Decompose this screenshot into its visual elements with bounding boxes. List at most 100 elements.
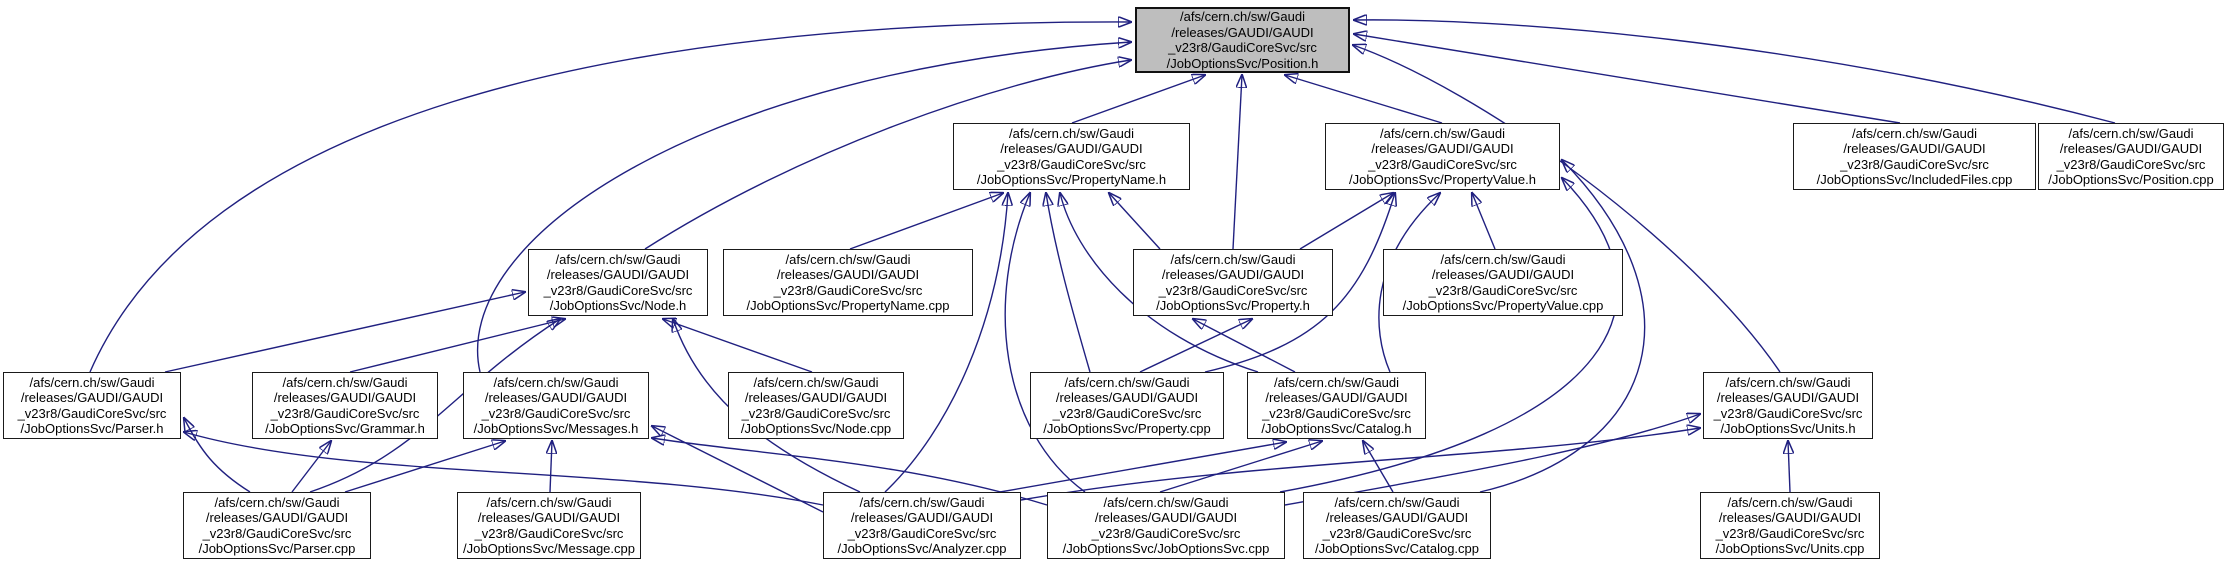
- node-path-line: _v23r8/GaudiCoreSvc/src: [474, 525, 624, 541]
- node-path-line: /JobOptionsSvc/Node.h: [549, 298, 687, 313]
- node-path-line: /releases/GAUDI/GAUDI: [1718, 510, 1862, 525]
- edge-node-h-to-position-h: [644, 60, 1131, 250]
- graph-node-units-cpp[interactable]: /afs/cern.ch/sw/Gaudi/releases/GAUDI/GAU…: [1700, 492, 1880, 559]
- node-path-line: /releases/GAUDI/GAUDI: [20, 390, 164, 405]
- node-path-line: /afs/cern.ch/sw/Gaudi: [486, 494, 612, 510]
- edge-parser-h-to-node-h: [164, 292, 525, 373]
- node-path-line: /releases/GAUDI/GAUDI: [205, 510, 349, 525]
- node-path-line: /afs/cern.ch/sw/Gaudi: [1725, 374, 1851, 390]
- edge-joboptionssvc-cpp-to-catalog-h: [1159, 441, 1322, 493]
- node-path-line: /releases/GAUDI/GAUDI: [1161, 267, 1305, 282]
- node-path-line: /afs/cern.ch/sw/Gaudi: [1440, 251, 1566, 267]
- node-path-line: /JobOptionsSvc/Catalog.h: [1261, 421, 1412, 436]
- node-path-line: /JobOptionsSvc/Message.cpp: [463, 541, 635, 556]
- node-path-line: _v23r8/GaudiCoreSvc/src: [1322, 525, 1472, 541]
- node-path-line: /releases/GAUDI/GAUDI: [1055, 390, 1199, 405]
- node-path-line: /JobOptionsSvc/JobOptionsSvc.cpp: [1062, 541, 1270, 556]
- node-path-line: /afs/cern.ch/sw/Gaudi: [785, 251, 911, 267]
- node-path-line: _v23r8/GaudiCoreSvc/src: [1840, 156, 1989, 172]
- edge-property-h-to-propertyname-h: [1109, 193, 1161, 250]
- node-path-line: /afs/cern.ch/sw/Gaudi: [555, 251, 681, 267]
- node-path-line: /afs/cern.ch/sw/Gaudi: [1170, 251, 1296, 267]
- graph-node-analyzer-cpp[interactable]: /afs/cern.ch/sw/Gaudi/releases/GAUDI/GAU…: [823, 492, 1021, 559]
- node-path-line: /afs/cern.ch/sw/Gaudi: [1064, 374, 1190, 390]
- edge-property-cpp-to-property-h: [1139, 319, 1252, 373]
- node-path-line: /JobOptionsSvc/Property.h: [1156, 298, 1310, 313]
- edge-parser-cpp-to-parser-h: [184, 418, 251, 493]
- node-path-line: /releases/GAUDI/GAUDI: [1431, 267, 1575, 282]
- graph-node-property-h[interactable]: /afs/cern.ch/sw/Gaudi/releases/GAUDI/GAU…: [1133, 249, 1333, 316]
- node-path-line: /releases/GAUDI/GAUDI: [1000, 141, 1143, 156]
- node-path-line: _v23r8/GaudiCoreSvc/src: [481, 405, 631, 421]
- graph-node-parser-h[interactable]: /afs/cern.ch/sw/Gaudi/releases/GAUDI/GAU…: [3, 372, 181, 439]
- graph-node-propertyvalue-h[interactable]: /afs/cern.ch/sw/Gaudi/releases/GAUDI/GAU…: [1325, 123, 1560, 190]
- node-path-line: /releases/GAUDI/GAUDI: [1716, 390, 1860, 405]
- node-path-line: /afs/cern.ch/sw/Gaudi: [1852, 125, 1977, 141]
- graph-node-parser-cpp[interactable]: /afs/cern.ch/sw/Gaudi/releases/GAUDI/GAU…: [183, 492, 371, 559]
- node-path-line: /releases/GAUDI/GAUDI: [1265, 390, 1408, 405]
- graph-node-position-cpp[interactable]: /afs/cern.ch/sw/Gaudi/releases/GAUDI/GAU…: [2038, 123, 2224, 190]
- node-path-line: /JobOptionsSvc/Property.cpp: [1043, 421, 1211, 436]
- graph-node-units-h[interactable]: /afs/cern.ch/sw/Gaudi/releases/GAUDI/GAU…: [1703, 372, 1873, 439]
- node-path-line: /JobOptionsSvc/Grammar.h: [265, 421, 425, 436]
- graph-node-node-cpp[interactable]: /afs/cern.ch/sw/Gaudi/releases/GAUDI/GAU…: [728, 372, 904, 439]
- edge-messages-h-to-position-h: [477, 42, 1131, 373]
- node-path-line: /afs/cern.ch/sw/Gaudi: [1380, 125, 1505, 141]
- node-path-line: /JobOptionsSvc/PropertyValue.h: [1349, 172, 1536, 187]
- node-path-line: /JobOptionsSvc/Position.h: [1166, 55, 1319, 71]
- edge-units-h-to-position-h: [1353, 45, 1781, 373]
- node-path-line: _v23r8/GaudiCoreSvc/src: [773, 282, 923, 298]
- node-path-line: /releases/GAUDI/GAUDI: [477, 510, 621, 525]
- node-path-line: /JobOptionsSvc/Messages.h: [473, 421, 639, 436]
- node-path-line: _v23r8/GaudiCoreSvc/src: [1091, 525, 1241, 541]
- edge-property-h-to-propertyvalue-h: [1299, 193, 1393, 250]
- graph-node-includedfiles-cpp[interactable]: /afs/cern.ch/sw/Gaudi/releases/GAUDI/GAU…: [1793, 123, 2036, 190]
- node-path-line: /afs/cern.ch/sw/Gaudi: [29, 374, 155, 390]
- graph-node-joboptionssvc-cpp[interactable]: /afs/cern.ch/sw/Gaudi/releases/GAUDI/GAU…: [1047, 492, 1285, 559]
- node-path-line: /afs/cern.ch/sw/Gaudi: [1103, 494, 1229, 510]
- node-path-line: /releases/GAUDI/GAUDI: [546, 267, 690, 282]
- graph-node-message-cpp[interactable]: /afs/cern.ch/sw/Gaudi/releases/GAUDI/GAU…: [457, 492, 641, 559]
- node-path-line: _v23r8/GaudiCoreSvc/src: [1428, 282, 1578, 298]
- edge-analyzer-cpp-to-parser-h: [184, 432, 824, 506]
- node-path-line: /afs/cern.ch/sw/Gaudi: [2068, 125, 2194, 141]
- node-path-line: /afs/cern.ch/sw/Gaudi: [282, 374, 408, 390]
- edge-grammar-h-to-node-h: [349, 319, 565, 373]
- edge-property-cpp-to-propertyname-h: [1046, 193, 1091, 373]
- node-path-line: /afs/cern.ch/sw/Gaudi: [1009, 125, 1134, 141]
- node-path-line: /JobOptionsSvc/Parser.cpp: [198, 541, 356, 556]
- graph-node-position-h: /afs/cern.ch/sw/Gaudi/releases/GAUDI/GAU…: [1135, 7, 1350, 73]
- edge-joboptionssvc-cpp-to-propertyvalue-h: [1279, 178, 1619, 493]
- edge-propertyvalue-h-to-position-h: [1285, 75, 1443, 124]
- node-path-line: /afs/cern.ch/sw/Gaudi: [753, 374, 879, 390]
- graph-node-node-h[interactable]: /afs/cern.ch/sw/Gaudi/releases/GAUDI/GAU…: [528, 249, 708, 316]
- node-path-line: /releases/GAUDI/GAUDI: [1171, 24, 1314, 40]
- graph-node-propertyvalue-cpp[interactable]: /afs/cern.ch/sw/Gaudi/releases/GAUDI/GAU…: [1383, 249, 1623, 316]
- node-path-line: /releases/GAUDI/GAUDI: [744, 390, 888, 405]
- graph-node-propertyname-h[interactable]: /afs/cern.ch/sw/Gaudi/releases/GAUDI/GAU…: [953, 123, 1190, 190]
- graph-node-property-cpp[interactable]: /afs/cern.ch/sw/Gaudi/releases/GAUDI/GAU…: [1030, 372, 1224, 439]
- edge-analyzer-cpp-to-catalog-h: [999, 442, 1286, 493]
- edge-analyzer-cpp-to-propertyname-h: [884, 193, 1008, 493]
- edge-parser-h-to-position-h: [89, 22, 1131, 373]
- graph-node-propertyname-cpp[interactable]: /afs/cern.ch/sw/Gaudi/releases/GAUDI/GAU…: [723, 249, 973, 316]
- node-path-line: _v23r8/GaudiCoreSvc/src: [543, 282, 693, 298]
- graph-node-catalog-h[interactable]: /afs/cern.ch/sw/Gaudi/releases/GAUDI/GAU…: [1247, 372, 1426, 439]
- node-path-line: _v23r8/GaudiCoreSvc/src: [1052, 405, 1202, 421]
- edge-position-cpp-to-position-h: [1354, 20, 2116, 124]
- graph-node-catalog-cpp[interactable]: /afs/cern.ch/sw/Gaudi/releases/GAUDI/GAU…: [1303, 492, 1491, 559]
- node-path-line: _v23r8/GaudiCoreSvc/src: [202, 525, 352, 541]
- node-path-line: /afs/cern.ch/sw/Gaudi: [1274, 374, 1399, 390]
- edge-catalog-h-to-property-h: [1193, 319, 1296, 373]
- edge-catalog-h-to-propertyvalue-h: [1378, 193, 1440, 373]
- node-path-line: _v23r8/GaudiCoreSvc/src: [2056, 156, 2206, 172]
- node-path-line: /releases/GAUDI/GAUDI: [273, 390, 417, 405]
- graph-node-grammar-h[interactable]: /afs/cern.ch/sw/Gaudi/releases/GAUDI/GAU…: [252, 372, 438, 439]
- edge-catalog-cpp-to-propertyvalue-h: [1479, 160, 1646, 493]
- node-path-line: /JobOptionsSvc/Analyzer.cpp: [837, 541, 1007, 556]
- graph-node-messages-h[interactable]: /afs/cern.ch/sw/Gaudi/releases/GAUDI/GAU…: [463, 372, 649, 439]
- node-path-line: /JobOptionsSvc/PropertyValue.cpp: [1402, 298, 1604, 313]
- edge-node-cpp-to-node-h: [663, 319, 813, 373]
- node-path-line: _v23r8/GaudiCoreSvc/src: [847, 525, 997, 541]
